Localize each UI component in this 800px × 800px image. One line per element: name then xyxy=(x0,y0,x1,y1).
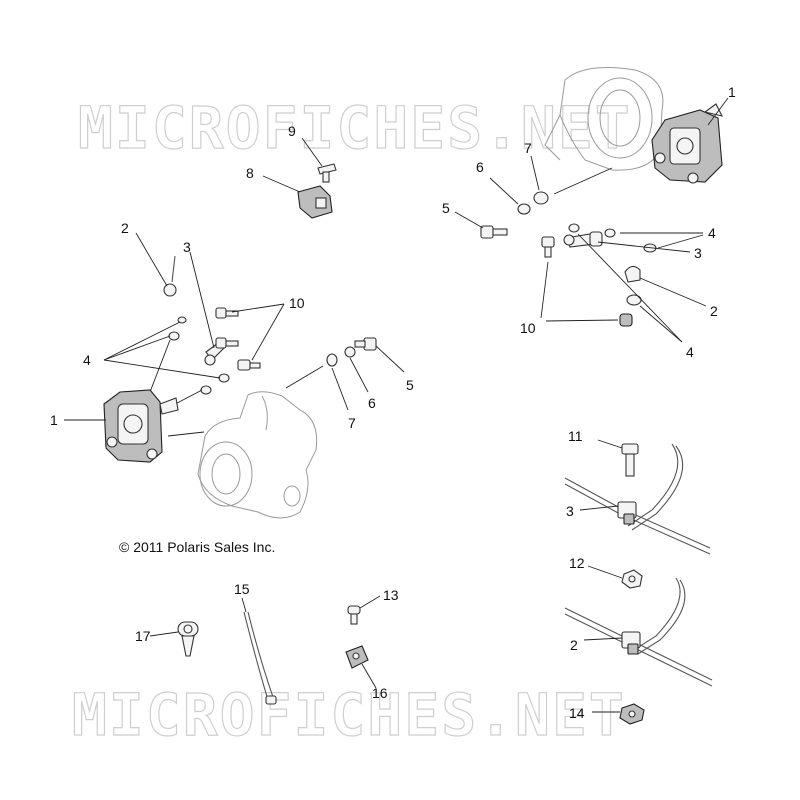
callout-13: 13 xyxy=(383,587,399,603)
washer-4a-right xyxy=(604,228,616,238)
bolt-10b-left xyxy=(215,337,239,349)
knuckle-left xyxy=(197,391,318,519)
callout-left-2: 2 xyxy=(121,220,129,236)
washer-4d-right xyxy=(626,294,642,306)
bolt-10c-left xyxy=(237,359,261,371)
bolt-5-left xyxy=(354,337,377,351)
washer-6-left xyxy=(344,346,356,358)
washer-7-left xyxy=(326,353,338,367)
callout-9: 9 xyxy=(288,123,296,139)
callout-left-1: 1 xyxy=(50,412,58,428)
bolt-11 xyxy=(621,443,639,477)
clip-16 xyxy=(345,645,369,669)
nut-14 xyxy=(619,703,645,725)
cable-assembly-2 xyxy=(564,577,713,687)
cable-assembly-3 xyxy=(564,443,711,555)
callout-detail-3: 3 xyxy=(566,503,574,519)
washer-4b-left xyxy=(177,316,187,324)
callout-8: 8 xyxy=(246,165,254,181)
washer-7-right xyxy=(533,191,549,205)
brake-caliper-right xyxy=(651,103,724,184)
callout-left-7: 7 xyxy=(348,415,356,431)
bolt-10a-right xyxy=(541,236,555,258)
fastener-17 xyxy=(177,621,199,657)
nut-12 xyxy=(621,569,643,589)
callout-left-4: 4 xyxy=(83,352,91,368)
brake-caliper-left xyxy=(103,389,179,463)
callout-detail-2: 2 xyxy=(570,637,578,653)
washer-4c-left xyxy=(218,373,230,383)
bolt-9 xyxy=(317,163,337,183)
callout-17: 17 xyxy=(135,628,151,644)
screw-13 xyxy=(347,605,361,625)
callout-right-7: 7 xyxy=(524,140,532,156)
brake-line-fitting-left-2 xyxy=(163,255,177,297)
washer-6-right xyxy=(517,203,531,215)
callout-right-5: 5 xyxy=(442,200,450,216)
washer-4c-right xyxy=(568,223,580,233)
washer-4a-left xyxy=(168,331,180,341)
callout-right-10: 10 xyxy=(520,320,536,336)
bolt-10a-left xyxy=(215,307,239,319)
bolt-5-right xyxy=(480,225,508,239)
callout-15: 15 xyxy=(234,581,250,597)
banjo-bolt-right xyxy=(589,231,603,247)
hose-clip-right xyxy=(624,265,641,283)
callout-16: 16 xyxy=(372,685,388,701)
callout-left-10: 10 xyxy=(289,295,305,311)
bolt-10b-right xyxy=(619,313,633,327)
watermark-top: MICROFICHES.NET xyxy=(78,94,632,162)
copyright-text: © 2011 Polaris Sales Inc. xyxy=(119,539,275,555)
callout-right-1: 1 xyxy=(728,84,736,100)
callout-14: 14 xyxy=(569,705,585,721)
callout-right-4b: 4 xyxy=(686,344,694,360)
callout-right-2: 2 xyxy=(710,303,718,319)
callout-right-3: 3 xyxy=(694,245,702,261)
callout-right-4a: 4 xyxy=(708,225,716,241)
watermark-bottom: MICROFICHES.NET xyxy=(72,681,626,749)
callout-right-6: 6 xyxy=(476,159,484,175)
bracket-8 xyxy=(297,185,333,219)
washer-4d-left xyxy=(200,385,212,395)
callout-left-5: 5 xyxy=(406,377,414,393)
callout-11: 11 xyxy=(568,428,583,444)
callout-left-6: 6 xyxy=(368,395,376,411)
callout-12: 12 xyxy=(569,555,585,571)
callout-left-3: 3 xyxy=(183,239,191,255)
cable-tie-15 xyxy=(243,611,277,705)
